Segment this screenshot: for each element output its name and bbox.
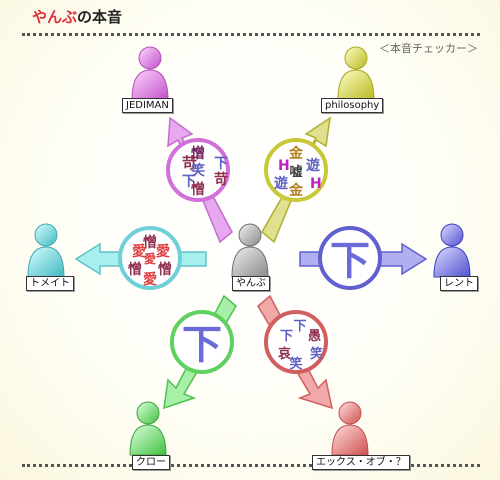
badge-char: 憎 (191, 145, 205, 162)
badge-char: 愚 (308, 329, 321, 344)
badge-char: 下 (182, 322, 222, 368)
badge-char: 哀 (278, 346, 292, 362)
name-label-center[interactable]: やんぶ (232, 276, 270, 291)
badge-char: 憎 (128, 261, 142, 278)
name-label-top-right[interactable]: philosophy (321, 98, 384, 113)
person-icon-top-left (131, 46, 169, 101)
name-label-bottom-right[interactable]: エックス・オブ・？ (312, 455, 410, 470)
checker-label: ＜本音チェッカー＞ (379, 42, 478, 55)
badge-char: 苛 (182, 154, 197, 172)
badge-char: 苛 (214, 171, 228, 188)
person-icon-bottom-right (331, 401, 369, 456)
badge-char: H (310, 176, 322, 192)
name-label-top-left[interactable]: JEDIMAN (122, 98, 173, 113)
badge-char: 遊 (306, 157, 320, 174)
badge-char: 憎 (143, 234, 157, 251)
badge-char: 嘘 (289, 164, 302, 180)
person-icon-right (433, 223, 471, 278)
badge-char: 下 (330, 238, 370, 284)
badge-char: 金 (288, 145, 304, 162)
title-name: やんぶ (32, 8, 78, 26)
badge-char: 笑 (191, 162, 205, 179)
name-label-right[interactable]: レント (440, 276, 478, 291)
top-divider (22, 33, 480, 36)
badge-char: 愛 (144, 251, 156, 266)
page-title: やんぶの本音 (32, 6, 122, 27)
name-label-left[interactable]: トメイト (26, 276, 74, 291)
person-icon-bottom-left (129, 401, 167, 456)
badge-top-right: 金 H 遊 嘘 遊 H 金 (264, 138, 328, 202)
badge-char: 笑 (310, 346, 323, 362)
badge-char: 金 (288, 182, 304, 199)
badge-char: 下 (214, 156, 228, 172)
badge-left: 憎 愛 愛 愛 憎 憎 愛 (118, 226, 182, 290)
badge-top-left: 苛 憎 下 下 笑 苛 憎 (166, 138, 230, 202)
name-label-bottom-left[interactable]: クロー (132, 455, 170, 470)
title-suffix: の本音 (77, 8, 123, 26)
badge-char: 愛 (132, 243, 146, 260)
badge-right: 下 (318, 226, 382, 290)
badge-char: 笑 (289, 356, 302, 372)
person-icon-center (231, 223, 269, 278)
badge-char: 愛 (143, 271, 157, 288)
badge-char: 憎 (158, 261, 172, 278)
person-icon-top-right (337, 46, 375, 101)
badge-char: 下 (280, 329, 293, 344)
badge-char: H (278, 158, 290, 174)
badge-char: 下 (182, 174, 196, 190)
badge-char: 愛 (156, 243, 170, 260)
bottom-divider (22, 464, 480, 467)
person-icon-left (27, 223, 65, 278)
badge-char: 下 (293, 319, 306, 334)
badge-char: 遊 (274, 175, 288, 192)
badge-bottom-left: 下 (170, 310, 234, 374)
badge-char: 憎 (191, 181, 205, 198)
badge-bottom-right: 下 下 愚 哀 笑 笑 (264, 310, 328, 374)
